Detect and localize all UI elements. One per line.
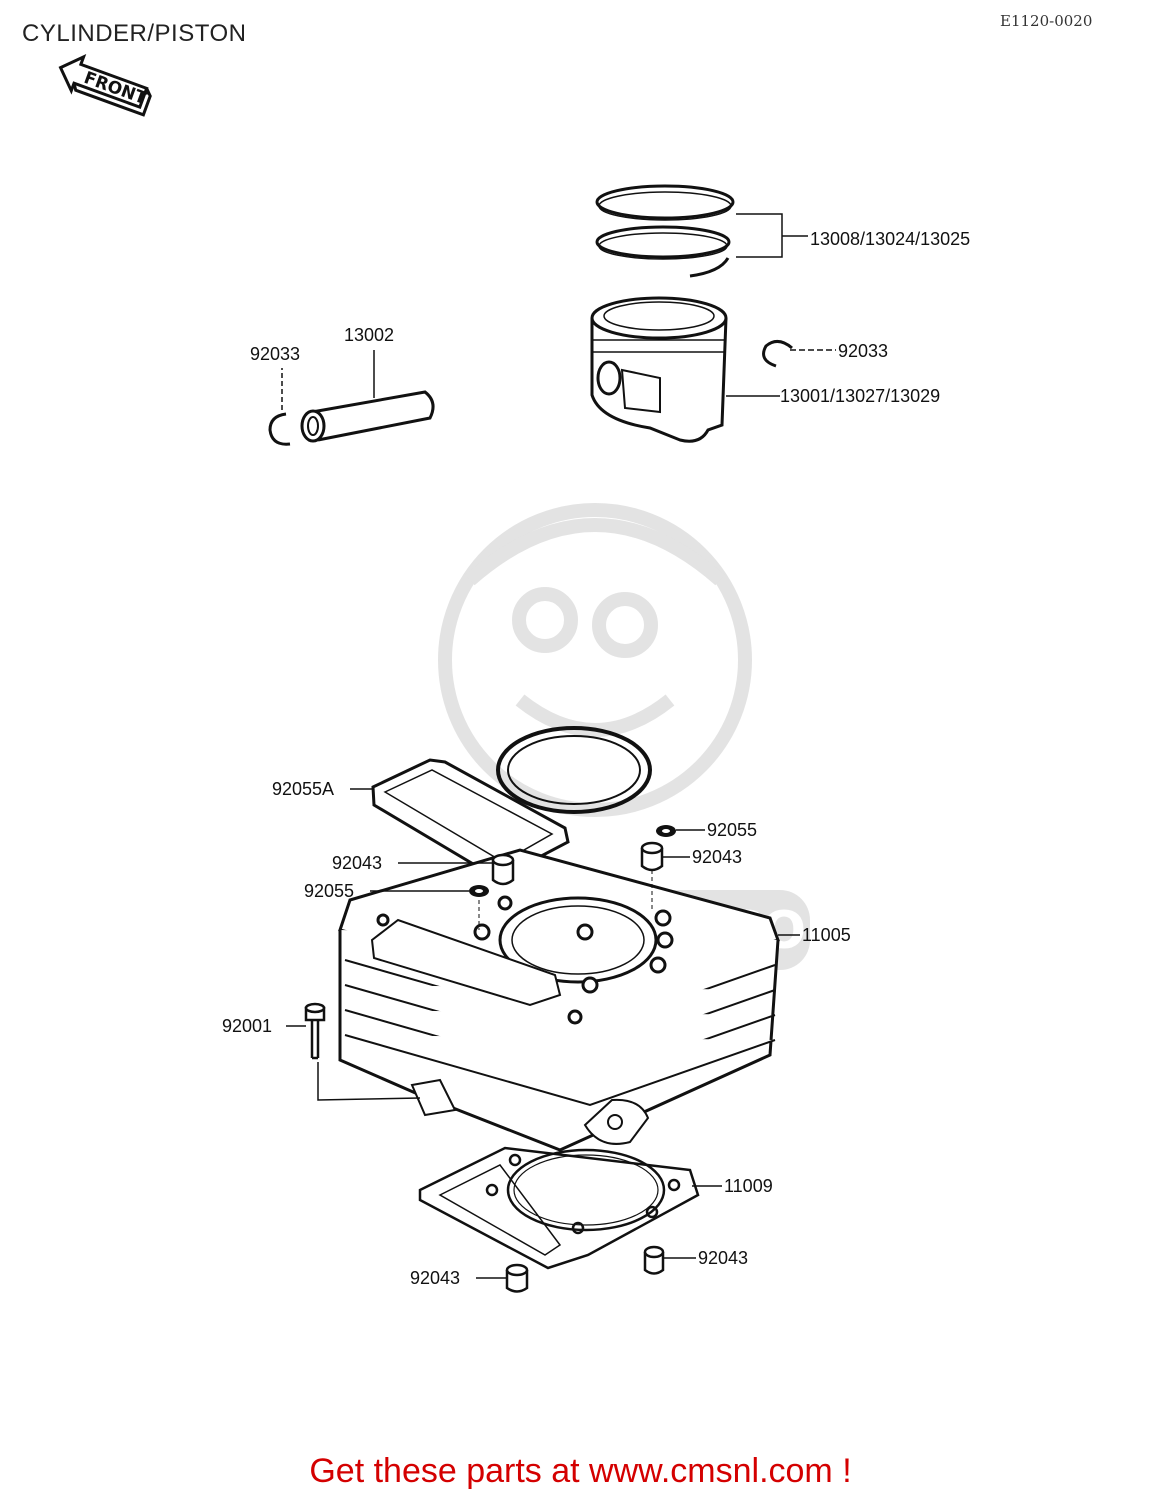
label-dowel-top-left[interactable]: 92043 xyxy=(332,853,383,873)
head-oring xyxy=(496,726,652,814)
label-dowel-bottom-right[interactable]: 92043 xyxy=(698,1248,749,1268)
piston-rings xyxy=(595,184,735,278)
oring-92055-right xyxy=(656,825,676,837)
label-dowel-top-right[interactable]: 92043 xyxy=(692,847,743,867)
label-dowel-bottom-left[interactable]: 92043 xyxy=(410,1268,461,1288)
gasket-92055a xyxy=(371,758,570,877)
label-pin[interactable]: 13002 xyxy=(344,325,395,345)
page-title: CYLINDER/PISTON xyxy=(22,20,247,47)
label-rings[interactable]: 13008/13024/13025 xyxy=(810,229,971,249)
footer-cta-link[interactable]: Get these parts at www.cmsnl.com ! xyxy=(309,1452,852,1490)
bolt-92001 xyxy=(304,1002,326,1060)
label-cylinder[interactable]: 11005 xyxy=(802,925,851,945)
dowel-92043-top-left xyxy=(491,853,515,886)
label-oring-left[interactable]: 92055 xyxy=(304,881,355,901)
label-bolt[interactable]: 92001 xyxy=(222,1016,273,1036)
dowel-92043-top-right xyxy=(640,841,664,872)
diagram-code: E1120-0020 xyxy=(1000,12,1093,30)
label-clip-left[interactable]: 92033 xyxy=(250,344,301,364)
piston xyxy=(590,296,728,443)
label-base-gasket[interactable]: 11009 xyxy=(724,1176,773,1196)
label-oring-right[interactable]: 92055 xyxy=(707,820,758,840)
circlip-right xyxy=(762,340,793,368)
base-gasket-11009 xyxy=(418,1146,700,1270)
circlip-left xyxy=(268,412,291,446)
label-piston[interactable]: 13001/13027/13029 xyxy=(780,386,941,406)
oring-92055-left xyxy=(469,885,489,897)
dowel-92043-bottom-left xyxy=(505,1263,529,1293)
dowel-92043-bottom-right xyxy=(643,1245,665,1275)
front-arrow-icon: FRONT xyxy=(58,53,152,117)
label-gasket-a[interactable]: 92055A xyxy=(272,779,335,799)
label-clip-right[interactable]: 92033 xyxy=(838,341,889,361)
piston-pin xyxy=(300,390,435,443)
rings-leader xyxy=(736,213,783,258)
cylinder-block xyxy=(338,848,780,1152)
